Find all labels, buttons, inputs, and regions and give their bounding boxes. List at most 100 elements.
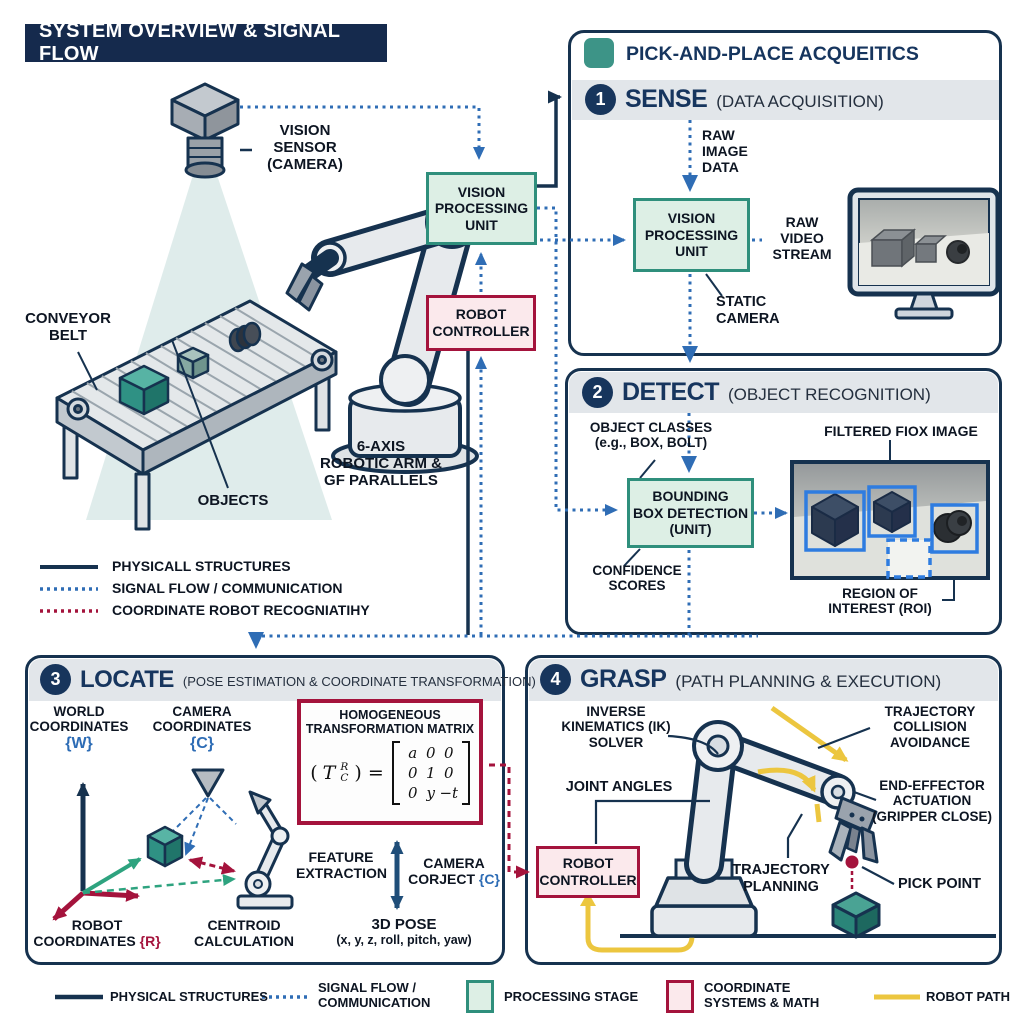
step-sense: 1 SENSE (DATA ACQUISITION) [585,84,884,115]
leader-objects [171,339,229,489]
legend-coordinate-label: COORDINATE SYSTEMS & MATH [704,980,820,1010]
matrix-cell: 0 [443,763,454,782]
robot-arm-label: 6-AXIS ROBOTIC ARM & GF PARALLELS [320,438,442,490]
matrix-bracket-left [391,740,400,805]
legend-coordinate-swatch [666,980,694,1013]
step-sub-locate: (POSE ESTIMATION & COORDINATE TRANSFORMA… [182,673,536,689]
matrix-lhs-close: ) = [354,761,384,784]
step-title-grasp: GRASP [580,665,667,693]
matrix-sub: C [340,771,349,784]
page-title: SYSTEM OVERVIEW & SIGNAL FLOW [25,20,387,65]
matrix-cell: 0 [443,743,454,762]
robot-controller-box-p4: ROBOT CONTROLLER [536,846,640,898]
pose-sub: (x, y, z, roll, pitch, yaw) [336,933,472,948]
pose-label: 3D POSE(x, y, z, roll, pitch, yaw) [316,916,492,947]
robot-coordinates-label: ROBOT COORDINATES {R} [22,917,172,950]
legend-processing-swatch [466,980,494,1013]
camera-light-cone [86,175,332,520]
matrix-cell: −t [439,783,459,802]
raw-image-label: RAW IMAGE DATA [702,127,748,175]
matrix-cell: 0 [407,783,418,802]
step-title-locate: LOCATE [80,665,174,693]
filtered-image-label: FILTERED FIOX IMAGE [824,423,978,439]
confidence-label: CONFIDENCE SCORES [592,563,682,594]
legend-robot-path-label: ROBOT PATH [926,989,1011,1004]
matrix-cell: 0 [425,743,436,762]
matrix-lhs-open: ( [310,761,318,784]
matrix-title: HOMOGENEOUS TRANSFORMATION MATRIX [305,708,475,737]
matrix-cell: 0 [407,763,418,782]
pose-title: 3D POSE [371,916,437,933]
matrix-bracket-right [461,740,470,805]
joint-angles-label: JOINT ANGLES [565,779,673,795]
camera-text: CAMERA COORDINATES [152,704,252,735]
scene-legend-swatches [40,565,98,613]
rc-label: ROBOT CONTROLLER [432,306,530,339]
raw-video-label: RAW VIDEO STREAM [762,214,842,264]
camera-coordinates-label: CAMERA COORDINATES{C} [146,704,258,753]
object-classes-label: OBJECT CLASSES (e.g., BOX, BOLT) [589,420,713,451]
matrix-cell: 1 [425,763,436,782]
panel1-header: PICK-AND-PLACE ACQUEITICS [626,43,919,65]
vision-sensor-icon [170,82,240,179]
step-locate: 3 LOCATE (POSE ESTIMATION & COORDINATE T… [40,664,536,695]
band-detect [569,372,998,413]
rc-p4-label: ROBOT CONTROLLER [539,855,637,888]
trajectory-planning-label: TRAJECTORY PLANNING [732,862,830,895]
scene-legend-signal: SIGNAL FLOW / COMMUNICATION [112,580,343,596]
belt-objects-icon [118,321,262,416]
step-number-4: 4 [540,664,571,695]
vpu2-label: VISION PROCESSING UNIT [644,210,739,260]
vision-processing-unit-box-2: VISION PROCESSING UNIT [633,198,750,272]
step-sub-grasp: (PATH PLANNING & EXECUTION) [675,671,942,691]
band-grasp [529,659,998,701]
world-coordinates-label: WORLD COORDINATES{W} [26,704,132,753]
feature-extraction-label: FEATURE EXTRACTION [296,849,387,881]
legend-signal-label: SIGNAL FLOW / COMMUNICATION [318,980,431,1010]
step-sub-sense: (DATA ACQUISITION) [716,91,884,111]
vision-sensor-label: VISION SENSOR (CAMERA) [267,122,343,174]
ik-solver-label: INVERSE KINEMATICS (IK) SOLVER [561,704,671,750]
matrix-cell: y [426,783,435,802]
world-frame: {W} [65,734,93,752]
step-title-detect: DETECT [622,378,720,406]
panel1-marker-icon [584,38,614,68]
step-title-sense: SENSE [625,85,708,113]
camera-object-frame: {C} [478,870,500,887]
vision-processing-unit-box: VISION PROCESSING UNIT [426,172,537,245]
step-sub-detect: (OBJECT RECOGNITION) [728,384,931,404]
band-locate [29,659,501,701]
collision-avoidance-label: TRAJECTORY COLLISION AVOIDANCE [884,704,976,750]
step-grasp: 4 GRASP (PATH PLANNING & EXECUTION) [540,664,941,695]
panel-sense [568,30,1002,356]
objects-label: OBJECTS [197,492,269,509]
matrix-lhs-t: T [322,761,336,784]
link-vpu-to-sense-panel [537,90,562,188]
bounding-box-detection-box: BOUNDING BOX DETECTION (UNIT) [627,478,754,548]
robot-text: ROBOT COORDINATES [33,917,136,949]
roi-label: REGION OF INTEREST (ROI) [828,586,932,617]
step-number-1: 1 [585,84,616,115]
scene-legend-coordinate: COORDINATE ROBOT RECOGNIATIHY [112,602,370,618]
matrix-cell: a [408,743,418,762]
world-text: WORLD COORDINATES [29,704,129,735]
vpu-label: VISION PROCESSING UNIT [434,183,529,233]
bbd-label: BOUNDING BOX DETECTION (UNIT) [632,488,749,538]
robot-controller-box: ROBOT CONTROLLER [426,295,536,351]
step-number-2: 2 [582,377,613,408]
matrix-sup: R [340,761,349,774]
robot-frame: {R} [139,932,161,949]
scene-legend-physical: PHYSICALL STRUCTURES [112,558,291,574]
leader-conveyor [77,351,98,391]
static-camera-label: STATIC CAMERA [716,294,780,327]
legend-processing-label: PROCESSING STAGE [504,989,639,1004]
conveyor-label: CONVEYOR BELT [25,310,111,345]
step-detect: 2 DETECT (OBJECT RECOGNITION) [582,377,931,408]
step-number-3: 3 [40,664,71,695]
band-sense [572,80,999,120]
